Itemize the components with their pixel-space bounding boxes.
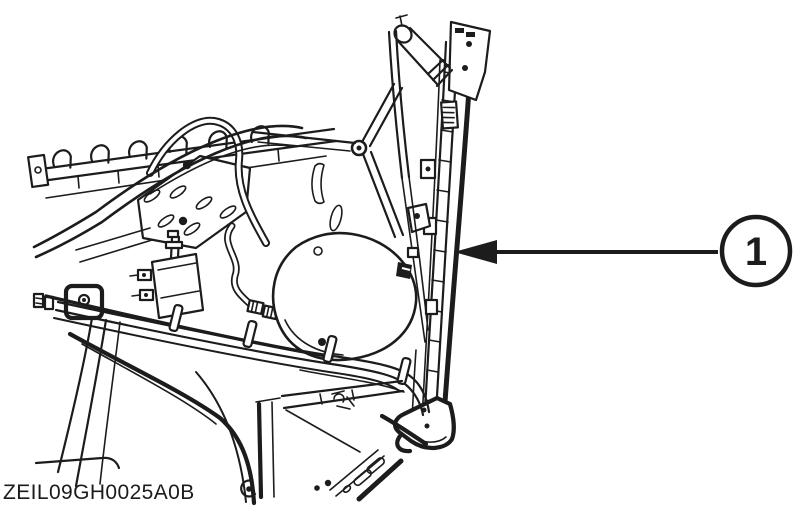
side-rail [387, 14, 492, 454]
callout-bubble [719, 214, 793, 288]
figure-code-label: ZEIL09GH0025A0B [3, 481, 195, 504]
upper-hose-sweep [32, 124, 308, 259]
top-cylinder [393, 14, 454, 88]
callout: 1 [454, 214, 793, 288]
center-motor-cover [271, 231, 420, 362]
callout-arrowhead-icon [454, 240, 497, 264]
lower-panel-structure [240, 369, 429, 502]
rail-id-tag [440, 100, 459, 130]
callout-number: 1 [745, 230, 767, 274]
cable-tie-icons [168, 303, 412, 386]
hydraulic-hose-bundle [32, 283, 431, 506]
